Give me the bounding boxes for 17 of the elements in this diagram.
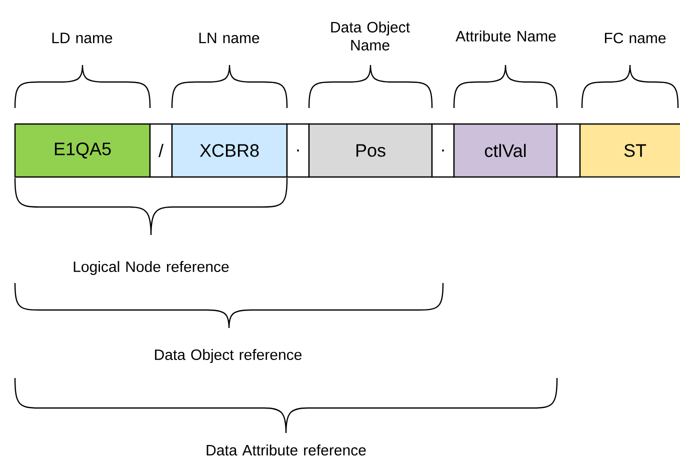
field-cell: ctlVal <box>453 123 558 178</box>
field-label: Attribute Name <box>456 30 556 42</box>
field-label: FC name <box>604 32 666 44</box>
field-label: Data Attribute reference <box>206 444 366 456</box>
field-cell: ST <box>579 123 680 178</box>
field-cell: XCBR8 <box>171 123 288 178</box>
empty-cell <box>556 123 581 178</box>
field-label: Logical Node reference <box>74 261 229 275</box>
field-label: LD name <box>52 32 112 44</box>
field-cell: . <box>286 123 310 178</box>
field-cell: Pos <box>308 123 433 178</box>
field-label: LN name <box>199 32 260 44</box>
field-label: Data Object Name <box>331 22 410 50</box>
field-cell: / <box>149 123 173 178</box>
field-cell: . <box>431 123 455 178</box>
field-cell: E1QA5 <box>14 123 151 178</box>
field-label: Data Object reference <box>155 349 302 363</box>
